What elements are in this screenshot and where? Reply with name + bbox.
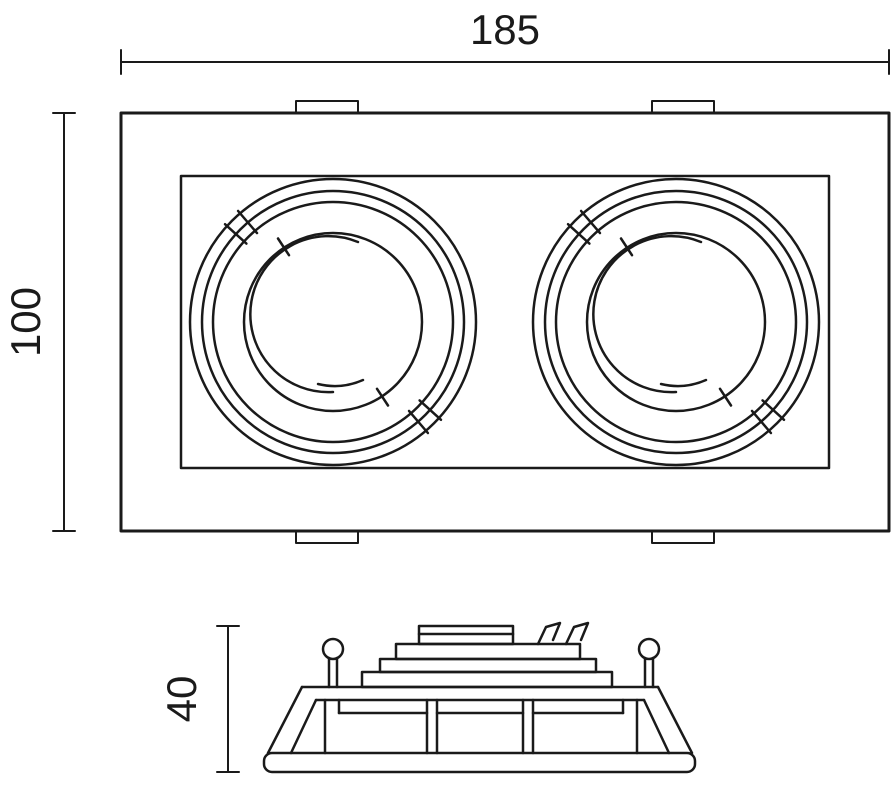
housing-layer-lower xyxy=(360,670,614,689)
fixture-inner-frame xyxy=(179,174,831,470)
width-dimension xyxy=(120,49,890,75)
housing-layer-middle xyxy=(378,657,598,674)
height-dimension-label: 100 xyxy=(2,287,49,357)
mounting-tab-bottom-left xyxy=(295,530,359,544)
width-dimension-label: 185 xyxy=(470,6,540,53)
cone-inner-line xyxy=(642,698,671,755)
housing-layer-upper xyxy=(394,642,582,661)
mounting-tab-top-left xyxy=(295,100,359,114)
trim-flange xyxy=(262,751,697,774)
cone-inner-line xyxy=(289,698,318,755)
mounting-tab-bottom-right xyxy=(651,530,715,544)
depth-dimension xyxy=(216,625,240,773)
mounting-post-knob xyxy=(321,637,345,661)
cone-outer-line xyxy=(656,685,694,755)
height-dimension xyxy=(52,112,76,532)
lamp-opening-left xyxy=(188,177,478,467)
lamp-opening-right xyxy=(531,177,821,467)
fixture-outer-frame xyxy=(119,111,891,533)
cone-outer-line xyxy=(266,685,304,755)
side-view: 40 xyxy=(158,621,697,774)
top-view: 185 100 xyxy=(2,6,891,544)
mounting-tab-top-right xyxy=(651,100,715,114)
mounting-post-knob xyxy=(637,637,661,661)
depth-dimension-label: 40 xyxy=(158,676,205,723)
spring-clip xyxy=(564,621,590,646)
spring-clip xyxy=(536,621,562,646)
